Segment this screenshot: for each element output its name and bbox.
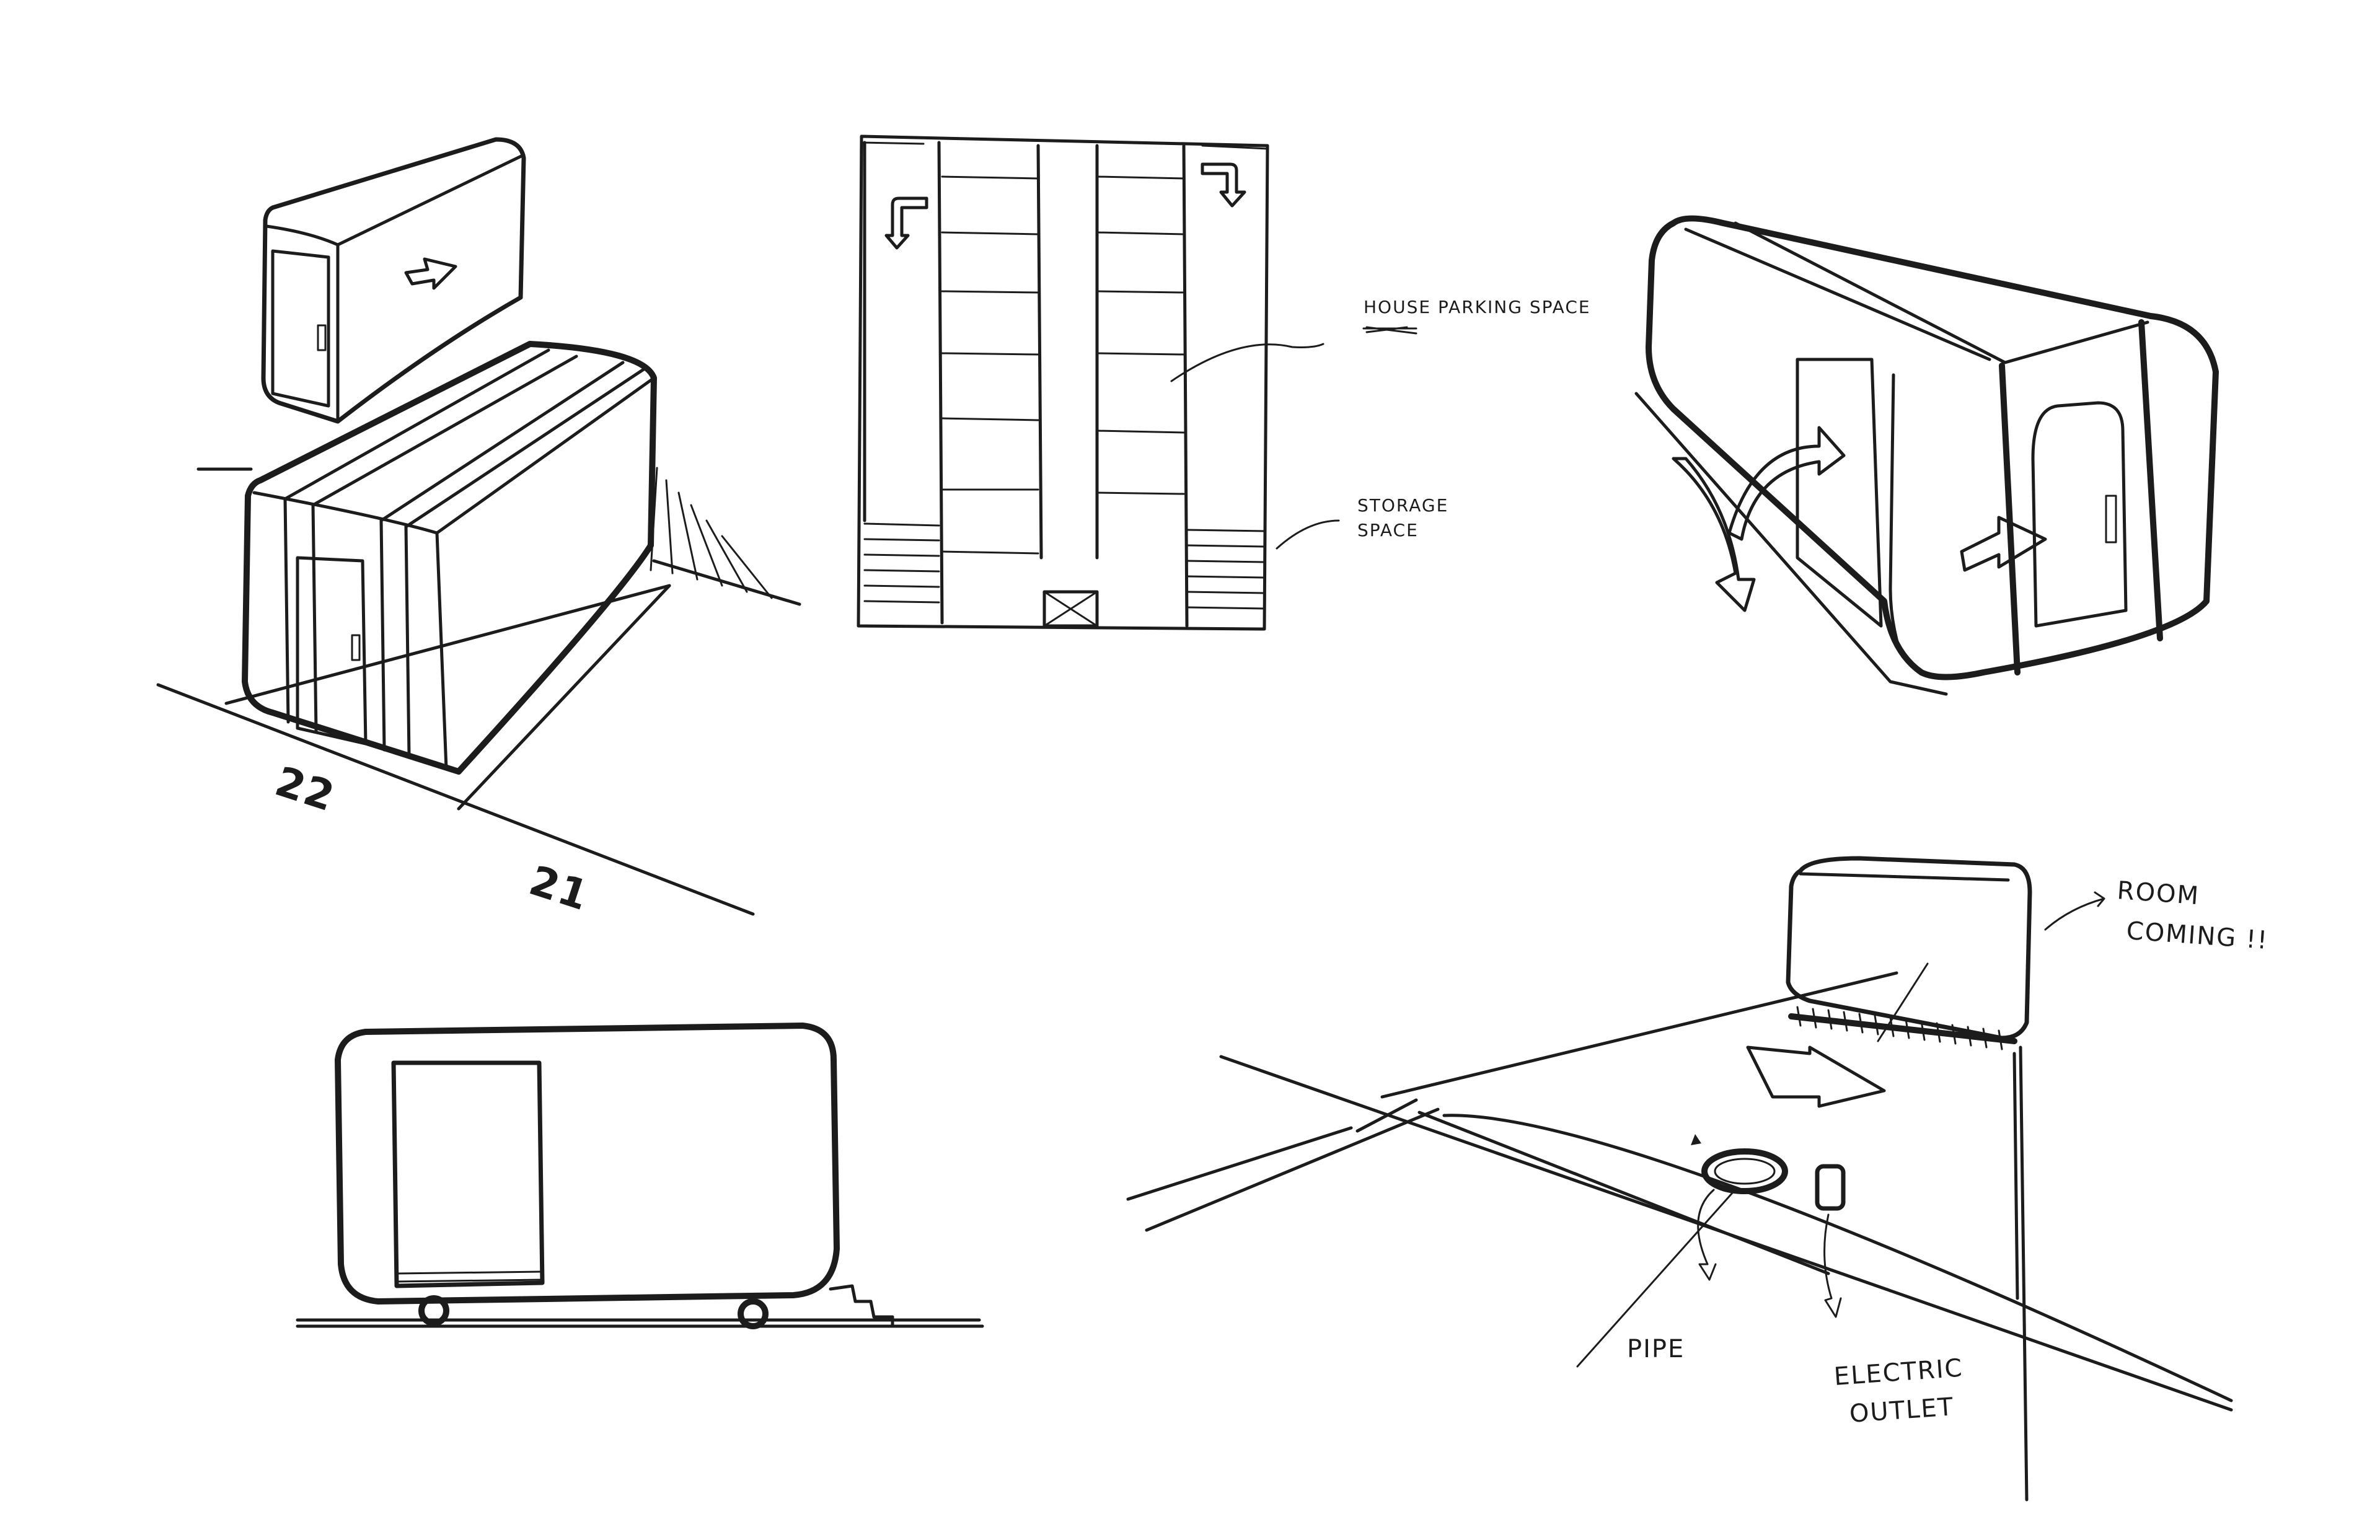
door [391,1060,545,1288]
door-handle [317,324,327,351]
door-sill-lines [395,1270,544,1283]
site-utilities-sketch: PIPE ELECTRIC OUTLET ROOM COMING !! [1126,856,2269,1502]
plan-edge [860,141,925,145]
stairs-right [1186,529,1266,610]
module-top-edge [1684,227,1991,361]
stairs-left [863,522,940,604]
module-body [1646,215,2219,680]
door-swing-arrow-icon [1672,457,1756,612]
room-edge [1799,872,2010,882]
door [296,556,368,746]
room-base [1788,1013,2017,1044]
upper-module [261,137,526,424]
ground-line [1126,1126,1353,1201]
room-base-hatch [1796,1006,2003,1050]
plan-outline [857,134,1269,631]
stripe [379,519,386,752]
module-seam [2138,319,2163,641]
post-line [2019,1045,2029,1502]
door-swing-arrow-icon [1727,426,1846,541]
pipe-leader-arrow [1697,1189,1717,1281]
plan-edge [1201,144,1269,150]
module-top-edge [1734,221,2149,364]
wheel-icon [418,1295,449,1326]
post-line [2012,1052,2019,1300]
room-module [1786,856,2032,1041]
label-outlet: OUTLET [1848,1393,1955,1428]
leader-line [1276,519,1340,550]
wall [1182,144,1189,628]
parking-line [457,584,671,811]
side-elevation-sketch [296,1023,984,1329]
leader-line [1877,962,1929,1042]
door-handle [351,634,361,661]
label-outlet: ELECTRIC [1833,1354,1963,1391]
outlet-leader-arrow [1823,1213,1842,1318]
end-door [2031,401,2128,628]
label-parking: HOUSE PARKING SPACE [1364,297,1591,317]
ground-line [156,683,755,916]
lot-number: 22 [270,757,341,821]
upper-module-edge [265,153,526,247]
lower-module-edge [252,376,656,535]
step-icon [829,1284,894,1328]
module-seam [1999,363,2021,675]
ground-line [1417,1111,1830,1275]
stripe [404,525,411,758]
ground-line [1145,1107,1440,1232]
leader-line [2044,891,2105,931]
module-front-edge [1889,373,1902,653]
wall [937,141,944,625]
pipe-icon-inner [1714,1158,1776,1185]
label-storage: SPACE [1357,520,1419,540]
module-side [335,1023,840,1305]
label-storage: STORAGE [1357,495,1448,516]
ground-line [1634,392,1948,696]
wall [1036,144,1043,560]
strikethrough-scribble [1362,326,1417,335]
elevator-cross [1043,591,1098,627]
door [271,249,330,408]
turn-arrow-icon [1201,162,1246,208]
electric-outlet-icon [1815,1164,1846,1211]
stripe [379,361,625,522]
parking-bays-left [941,175,1039,555]
label-room: ROOM [2116,876,2200,910]
door-handle [2105,495,2117,543]
stripe [311,503,318,733]
arrow-icon [404,257,457,290]
wheel-icon [738,1298,769,1329]
lot-number: 21 [524,856,595,920]
label-room: COMING !! [2125,917,2269,955]
ground-line [1380,971,1898,1099]
leader-line [1170,343,1324,382]
pipe-line [1576,1192,1734,1368]
turn-arrow-icon [884,196,928,250]
parking-bays-right [1096,175,1185,495]
lower-module [242,341,657,775]
arrow-icon [1960,516,2047,572]
lower-module-edge [435,531,448,770]
arrow-icon [1746,1045,1886,1108]
parking-plan-sketch: HOUSE PARKING SPACE STORAGE SPACE [857,134,1591,631]
ground-line [652,559,801,606]
pipe-icon [1701,1148,1788,1194]
module-perspective-sketch [1634,215,2219,696]
label-pipe: PIPE [1627,1335,1685,1363]
door [1796,358,1883,628]
stripe [404,367,646,529]
stacked-modules-sketch: 22 21 [156,137,801,920]
pipe-marker-icon [1691,1134,1701,1145]
ground-line [1442,1114,2233,1402]
stripe [283,348,550,501]
stripe [311,354,578,507]
stripe [283,497,290,724]
parking-line [224,584,671,705]
ground-line [1355,1098,1418,1133]
